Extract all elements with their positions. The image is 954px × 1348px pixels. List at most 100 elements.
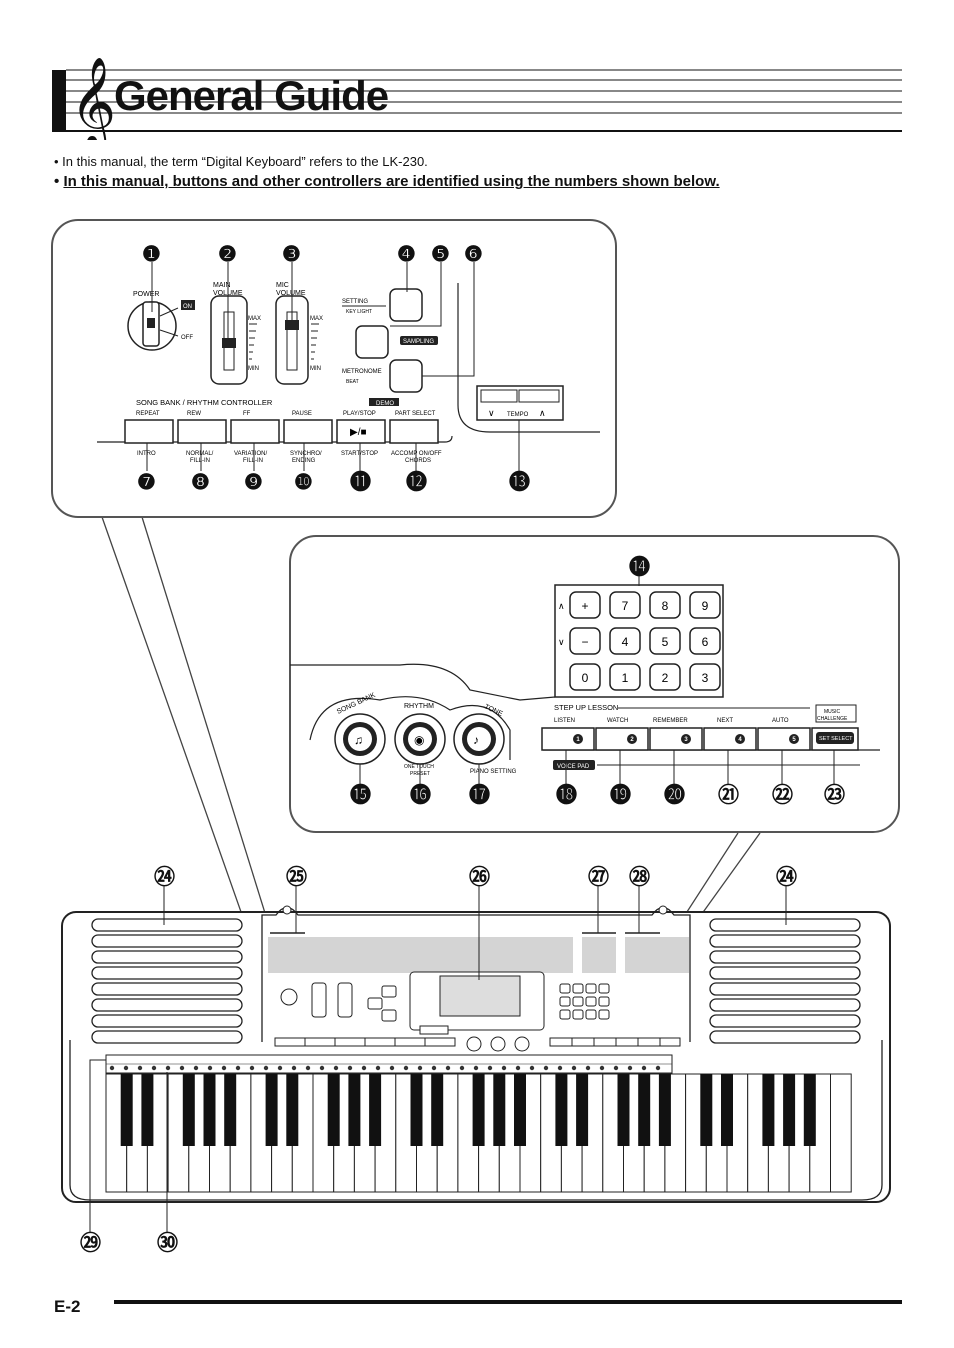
header-graphic: 𝄞 (52, 57, 902, 140)
listen-button[interactable] (541, 727, 595, 751)
black-key[interactable] (224, 1074, 237, 1146)
key-label-mark (235, 1065, 241, 1071)
tempo-up-button[interactable] (518, 389, 560, 403)
black-key[interactable] (493, 1074, 506, 1146)
remember-button[interactable] (649, 727, 703, 751)
tempo-down-button[interactable] (480, 389, 518, 403)
repeat-label: REPEAT (136, 411, 160, 417)
keypad-0-button[interactable] (569, 663, 601, 691)
key-light-label: KEY LIGHT (346, 309, 372, 315)
black-key[interactable] (141, 1074, 154, 1146)
ff-variation-fill-in-button[interactable] (230, 419, 280, 444)
setting-button[interactable] (389, 288, 423, 322)
callout-16: ⓰ (410, 783, 431, 807)
mic-volume-knob[interactable] (285, 320, 299, 330)
callout-30: ㉚ (157, 1231, 178, 1255)
tempo-up-icon: ∧ (539, 408, 546, 418)
key-label-mark (557, 1065, 563, 1071)
black-key[interactable] (327, 1074, 340, 1146)
keypad-9-button[interactable] (689, 591, 721, 619)
keypad-6-button[interactable] (689, 627, 721, 655)
mini-tone[interactable] (514, 1036, 530, 1052)
keypad-8-button[interactable] (649, 591, 681, 619)
mini-main-volume[interactable] (311, 982, 327, 1018)
header-block (52, 70, 66, 132)
black-key[interactable] (803, 1074, 816, 1146)
auto-button[interactable] (757, 727, 811, 751)
black-key[interactable] (762, 1074, 775, 1146)
music-challenge-button[interactable] (815, 704, 857, 723)
callout-12: ⓬ (406, 470, 427, 494)
black-key[interactable] (203, 1074, 216, 1146)
watch-button[interactable] (595, 727, 649, 751)
black-key[interactable] (472, 1074, 485, 1146)
main-min-label: MIN (248, 366, 259, 372)
black-key[interactable] (783, 1074, 796, 1146)
mini-sampling[interactable] (367, 997, 383, 1010)
keypad-1-label: 1 (622, 671, 629, 685)
black-key[interactable] (638, 1074, 651, 1146)
next-button[interactable] (703, 727, 757, 751)
keypad-minus-button[interactable] (569, 627, 601, 655)
black-key[interactable] (514, 1074, 526, 1146)
on-label: ON (183, 304, 192, 310)
black-key[interactable] (286, 1074, 299, 1146)
mini-song-bank[interactable] (466, 1036, 482, 1052)
black-key[interactable] (348, 1074, 361, 1146)
key-label-mark (515, 1065, 521, 1071)
beat-label: BEAT (346, 379, 359, 385)
part-select-label: PART SELECT (395, 411, 436, 417)
mini-mic-volume[interactable] (337, 982, 353, 1018)
keypad-2-button[interactable] (649, 663, 681, 691)
pause-synchro-ending-button[interactable] (283, 419, 333, 444)
sampling-label: SAMPLING (403, 339, 434, 345)
mini-metronome[interactable] (381, 1009, 397, 1022)
white-key[interactable] (830, 1073, 852, 1193)
black-key[interactable] (182, 1074, 195, 1146)
callout-22: ㉒ (772, 783, 793, 807)
black-key[interactable] (369, 1074, 382, 1146)
black-key[interactable] (555, 1074, 568, 1146)
voice-pad-label: VOICE PAD (557, 764, 590, 770)
black-key[interactable] (431, 1074, 444, 1146)
black-key[interactable] (721, 1074, 733, 1146)
page-title: General Guide (114, 72, 389, 119)
play-stop-start-stop-button[interactable] (336, 419, 386, 444)
repeat-intro-button[interactable] (124, 419, 174, 444)
mini-tempo[interactable] (419, 1025, 449, 1035)
keypad-3-button[interactable] (689, 663, 721, 691)
controller-label: SONG BANK / RHYTHM CONTROLLER (136, 398, 273, 407)
keypad-7-button[interactable] (609, 591, 641, 619)
black-key[interactable] (265, 1074, 278, 1146)
key-label-mark (613, 1065, 619, 1071)
keypad-plus-button[interactable] (569, 591, 601, 619)
rhythm-button[interactable]: ◉ (394, 713, 446, 765)
sampling-button[interactable] (355, 325, 389, 359)
mini-rhythm[interactable] (490, 1036, 506, 1052)
callout-20: ⓴ (664, 783, 685, 807)
song-bank-button[interactable]: ♫ (334, 713, 386, 765)
keypad-5-button[interactable] (649, 627, 681, 655)
mini-setting[interactable] (381, 985, 397, 998)
rew-normal-fill-in-button[interactable] (177, 419, 227, 444)
main-volume-knob[interactable] (222, 338, 236, 348)
black-key[interactable] (120, 1074, 133, 1146)
key-label-mark (151, 1065, 157, 1071)
intro-note: • In this manual, the term “Digital Keyb… (54, 154, 428, 169)
black-key[interactable] (700, 1074, 713, 1146)
key-label-mark (599, 1065, 605, 1071)
tone-button[interactable]: ♪ (453, 713, 505, 765)
part-select-accomp-button[interactable] (389, 419, 439, 444)
black-key[interactable] (410, 1074, 423, 1146)
black-key[interactable] (576, 1074, 589, 1146)
mini-power-switch[interactable] (280, 988, 298, 1006)
keypad-7-label: 7 (622, 599, 629, 613)
keypad-4-button[interactable] (609, 627, 641, 655)
tempo-label: TEMPO (507, 412, 529, 418)
black-key[interactable] (658, 1074, 671, 1146)
callout-13: ⓭ (509, 470, 530, 494)
power-switch[interactable] (127, 301, 179, 351)
black-key[interactable] (617, 1074, 630, 1146)
metronome-button[interactable] (389, 359, 423, 393)
keypad-1-button[interactable] (609, 663, 641, 691)
